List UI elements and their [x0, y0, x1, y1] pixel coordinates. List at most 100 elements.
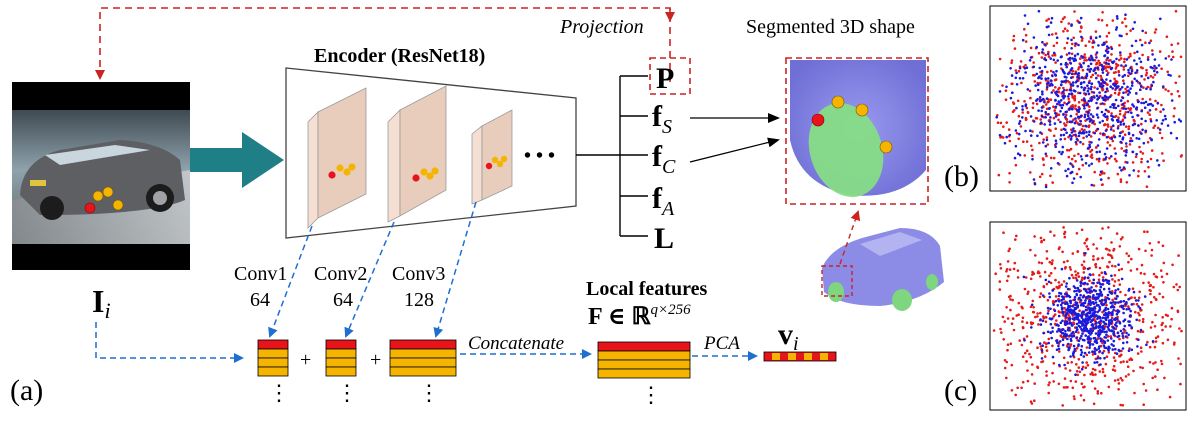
scatter-point-red	[1085, 361, 1088, 364]
scatter-point-blue	[1041, 90, 1044, 93]
scatter-point-blue	[1132, 169, 1136, 172]
scatter-point-blue	[1075, 336, 1078, 340]
scatter-point-red	[1044, 315, 1048, 319]
scatter-point-blue	[1041, 141, 1045, 144]
scatter-point-red	[1028, 89, 1032, 93]
scatter-point-red	[1063, 27, 1067, 31]
scatter-point-red	[1081, 124, 1085, 128]
scatter-point-blue	[1087, 302, 1090, 305]
scatter-point-blue	[1086, 321, 1090, 324]
scatter-point-red	[1095, 157, 1099, 161]
scatter-point-blue	[1091, 115, 1095, 118]
scatter-point-blue	[1049, 331, 1052, 334]
scatter-point-red	[1052, 380, 1055, 383]
scatter-point-blue	[1123, 324, 1127, 328]
scatter-point-red	[1140, 263, 1144, 267]
scatter-point-red	[1026, 110, 1030, 114]
scatter-point-red	[1158, 131, 1162, 135]
scatter-point-red	[1080, 382, 1084, 386]
scatter-point-red	[1122, 79, 1125, 82]
scatter-point-blue	[1074, 303, 1077, 307]
scatter-point-red	[1151, 320, 1154, 324]
scatter-point-red	[1092, 184, 1096, 187]
scatter-point-red	[1117, 268, 1121, 272]
scatter-point-red	[1130, 358, 1134, 362]
scatter-point-blue	[1075, 108, 1079, 112]
scatter-point-red	[999, 327, 1002, 331]
scatter-point-blue	[1061, 310, 1065, 314]
scatter-point-red	[1105, 118, 1109, 121]
scatter-point-red	[1077, 152, 1080, 156]
scatter-point-red	[1010, 61, 1013, 65]
scatter-point-blue	[1106, 339, 1110, 342]
scatter-point-red	[1076, 373, 1079, 377]
scatter-point-blue	[1040, 74, 1043, 77]
scatter-point-red	[1158, 292, 1161, 296]
scatter-point-red	[1091, 45, 1095, 49]
scatter-point-red	[1074, 380, 1078, 383]
scatter-point-blue	[1131, 81, 1134, 85]
scatter-point-red	[1077, 331, 1080, 334]
scatter-point-blue	[1075, 326, 1078, 329]
scatter-point-red	[1101, 89, 1104, 92]
scatter-point-red	[1044, 103, 1048, 106]
scatter-point-red	[1063, 310, 1067, 314]
scatter-point-red	[1063, 46, 1066, 50]
scatter-point-blue	[1122, 82, 1126, 85]
scatter-point-red	[1036, 365, 1039, 369]
scatter-point-blue	[1075, 79, 1079, 83]
scatter-point-blue	[1067, 71, 1071, 75]
scatter-point-blue	[1099, 337, 1102, 340]
scatter-point-blue	[1082, 61, 1085, 65]
scatter-point-red	[1071, 386, 1075, 390]
scatter-point-blue	[1081, 56, 1085, 59]
scatter-point-blue	[1088, 343, 1092, 347]
scatter-point-red	[1115, 65, 1118, 68]
scatter-point-red	[1142, 86, 1145, 89]
scatter-point-red	[1066, 361, 1070, 365]
scatter-point-blue	[1090, 141, 1093, 144]
scatter-point-blue	[1061, 90, 1064, 94]
scatter-point-red	[1169, 325, 1172, 328]
scatter-point-red	[1031, 130, 1034, 133]
scatter-point-blue	[1083, 113, 1087, 117]
scatter-point-red	[1156, 126, 1160, 130]
scatter-point-red	[1113, 274, 1117, 277]
scatter-point-blue	[1067, 329, 1070, 332]
scatter-point-blue	[1034, 84, 1037, 87]
scatter-point-blue	[1106, 307, 1110, 311]
scatter-point-blue	[1063, 75, 1067, 79]
scatter-point-blue	[1099, 285, 1103, 289]
scatter-point-blue	[1041, 294, 1045, 297]
scatter-point-red	[1051, 259, 1054, 262]
scatter-point-red	[1012, 267, 1016, 271]
scatter-point-blue	[1090, 301, 1093, 305]
scatter-point-red	[1119, 180, 1123, 184]
scatter-point-blue	[1097, 321, 1101, 324]
scatter-point-red	[1139, 38, 1142, 42]
scatter-point-red	[1007, 295, 1011, 299]
scatter-point-red	[1161, 341, 1165, 345]
scatter-point-red	[1054, 278, 1057, 282]
scatter-point-blue	[1101, 65, 1105, 69]
scatter-point-blue	[1102, 344, 1106, 347]
scatter-point-blue	[1070, 120, 1074, 123]
scatter-point-red	[1075, 112, 1078, 116]
scatter-point-red	[1156, 388, 1159, 392]
scatter-point-blue	[1011, 91, 1014, 94]
scatter-point-blue	[1119, 51, 1122, 54]
scatter-point-red	[1143, 78, 1146, 81]
scatter-point-blue	[1121, 102, 1125, 106]
scatter-point-red	[1075, 142, 1078, 146]
scatter-point-blue	[1085, 327, 1089, 331]
scatter-point-blue	[1032, 36, 1036, 39]
scatter-point-red	[1151, 76, 1155, 79]
scatter-point-blue	[1079, 281, 1083, 285]
scatter-point-blue	[1044, 110, 1047, 114]
scatter-point-blue	[1112, 339, 1116, 343]
scatter-point-blue	[1141, 128, 1144, 132]
scatter-point-red	[1062, 356, 1066, 360]
scatter-point-red	[1044, 320, 1048, 324]
scatter-point-red	[1020, 305, 1023, 309]
scatter-point-blue	[1043, 65, 1047, 69]
